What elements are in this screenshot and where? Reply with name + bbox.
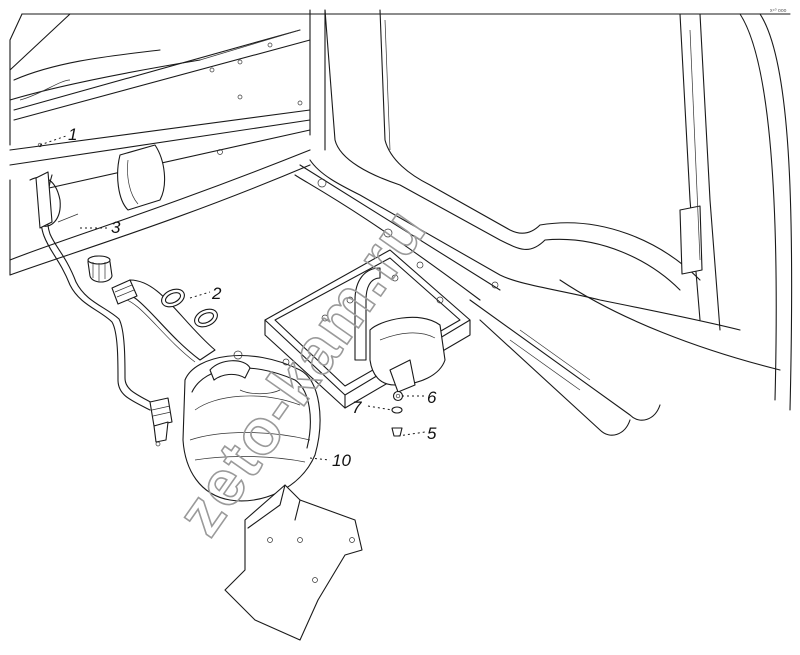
corner-mark: x⁴⁰ ooo [770,8,787,14]
callout-1: 1 [68,125,77,144]
callout-5: 5 [427,424,437,443]
washer-reservoir [87,255,321,502]
callout-10: 10 [332,451,351,470]
callout-6: 6 [427,388,437,407]
cab-door-frame [294,9,793,436]
splash-shield [224,484,363,641]
washer-hose [29,171,173,447]
fastener-set [391,390,404,437]
bolt-part-5 [391,427,403,437]
callout-leaders [39,135,426,461]
mounting-tray [264,249,471,409]
washer-part-7 [391,406,403,414]
callout-2: 2 [211,284,222,303]
cab-rear-wall [9,9,326,276]
hose-clamps [161,288,218,328]
callout-3: 3 [111,218,121,237]
callout-7: 7 [352,398,362,417]
nut-part-6 [392,390,404,402]
